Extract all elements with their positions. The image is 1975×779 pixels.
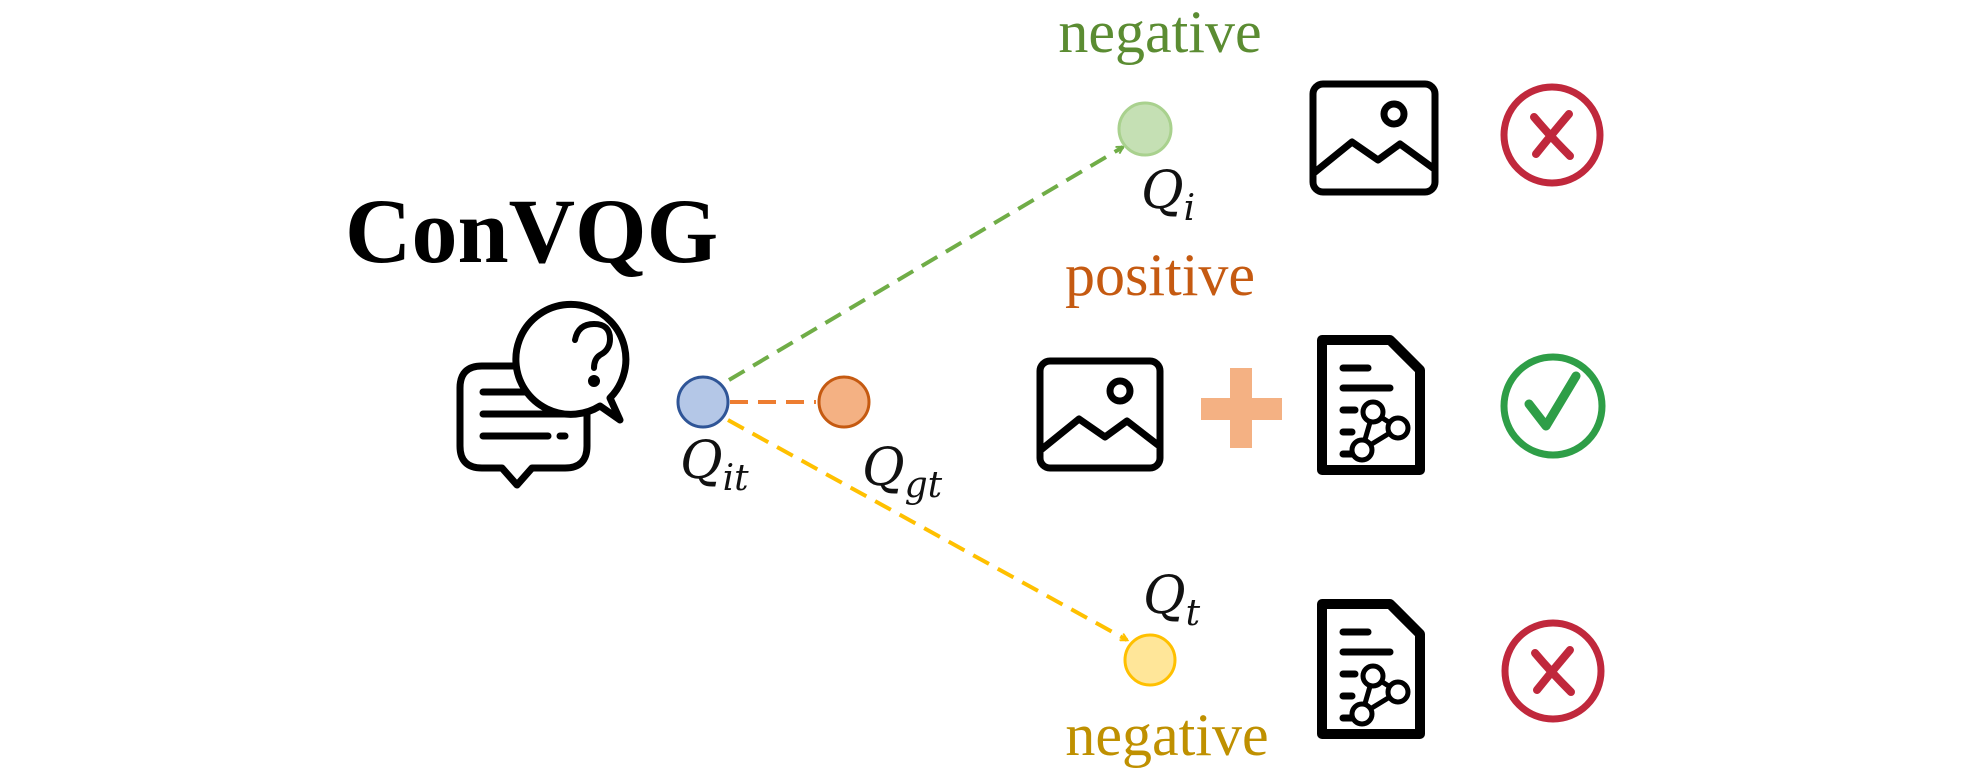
- document-graph-icon: [1317, 599, 1425, 739]
- label-negative-bottom: negative: [1065, 702, 1268, 768]
- node-q-gt: [817, 375, 871, 429]
- node-q-i: [1117, 101, 1173, 157]
- plus-icon: [1201, 368, 1282, 448]
- cross-circle-icon: [1501, 619, 1605, 723]
- label-negative-top: negative: [1058, 0, 1261, 65]
- label-q-i: Qi: [1141, 161, 1195, 229]
- label-q-gt: Qgt: [862, 438, 943, 506]
- label-positive: positive: [1065, 242, 1255, 308]
- arrow-to-q-t: [727, 418, 1127, 642]
- cross-circle-icon: [1500, 83, 1604, 187]
- chat-question-icon: [456, 300, 630, 489]
- node-q-it: [676, 375, 730, 429]
- check-circle-icon: [1500, 353, 1606, 459]
- document-graph-icon: [1317, 335, 1425, 475]
- image-icon: [1309, 80, 1439, 196]
- label-q-t: Qt: [1143, 566, 1201, 634]
- image-icon: [1036, 357, 1164, 472]
- diagram-title: ConVQG: [345, 180, 718, 282]
- node-q-t: [1123, 633, 1177, 687]
- label-q-it: Qit: [680, 431, 749, 499]
- arrow-to-q-i: [727, 145, 1123, 382]
